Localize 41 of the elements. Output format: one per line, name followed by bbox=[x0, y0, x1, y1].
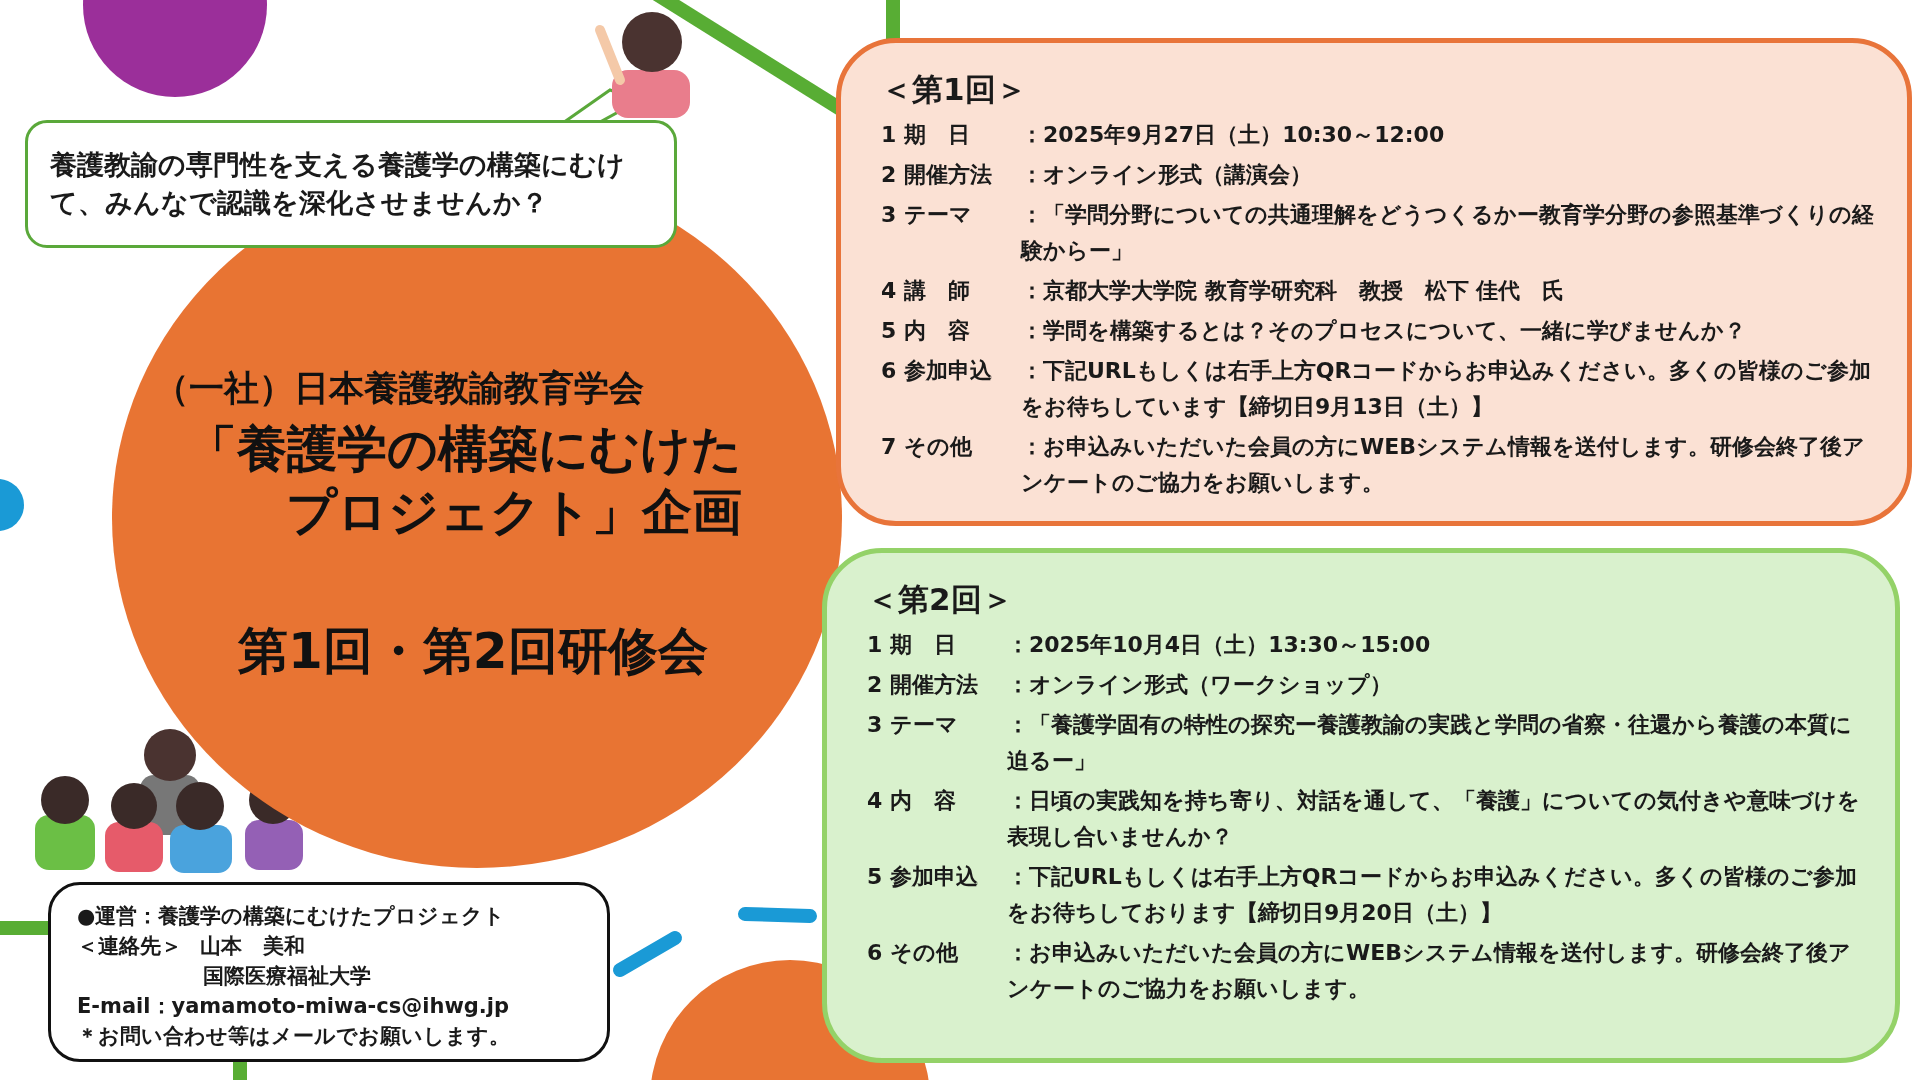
card-heading: ＜第2回＞ bbox=[867, 580, 1014, 619]
item-label: 4 内 容 bbox=[867, 787, 957, 815]
item-label: 3 テーマ bbox=[881, 201, 973, 229]
seminar-title: 第1回・第2回研修会 bbox=[238, 621, 708, 682]
session-card bbox=[836, 38, 1912, 526]
contact-box bbox=[48, 882, 610, 1062]
item-value: ：下記URLもしくは右手上方QRコードからお申込みください。多くの皆様のご参加をお待ちしています【締切日9月13日（土）】 bbox=[1021, 357, 1873, 421]
item-value: ：京都大学大学院 教育学研究科 教授 松下 佳代 氏 bbox=[1021, 277, 1566, 305]
item-label: 1 期 日 bbox=[881, 121, 971, 149]
item-value: ：「学問分野についての共通理解をどうつくるかー教育学分野の参照基準づくりの経験からー」 bbox=[1021, 201, 1875, 265]
item-value: ：オンライン形式（講演会） bbox=[1021, 161, 1313, 189]
item-label: 5 参加申込 bbox=[867, 863, 979, 891]
item-value: ：学問を構築するとは？そのプロセスについて、一緒に学びませんか？ bbox=[1021, 317, 1747, 345]
contact-text: ＜連絡先＞ bbox=[77, 933, 182, 960]
card-heading: ＜第1回＞ bbox=[881, 70, 1028, 109]
contact-text: E-mail：yamamoto-miwa-cs@ihwg.jp bbox=[77, 993, 510, 1020]
contact-text: 国際医療福祉大学 bbox=[203, 963, 371, 990]
item-label: 6 参加申込 bbox=[881, 357, 993, 385]
item-value: ：お申込みいただいた会員の方にWEBシステム情報を送付します。研修会終了後アンケートのご協力をお願いします。 bbox=[1021, 433, 1867, 497]
item-label: 1 期 日 bbox=[867, 631, 957, 659]
item-label: 2 開催方法 bbox=[867, 671, 979, 699]
item-value: ：オンライン形式（ワークショップ） bbox=[1007, 671, 1393, 699]
item-label: 6 その他 bbox=[867, 939, 959, 967]
contact-text: ●運営：養護学の構築にむけたプロジェクト bbox=[77, 903, 506, 930]
session-card bbox=[822, 548, 1900, 1063]
item-label: 5 内 容 bbox=[881, 317, 971, 345]
item-label: 3 テーマ bbox=[867, 711, 959, 739]
item-value: ：お申込みいただいた会員の方にWEBシステム情報を送付します。研修会終了後アンケートのご協力をお願いします。 bbox=[1007, 939, 1853, 1003]
item-label: 4 講 師 bbox=[881, 277, 971, 305]
bubble-text: 養護教諭の専門性を支える養護学の構築にむけて、みんなで認識を深化させませんか？ bbox=[50, 148, 626, 220]
organizer-name: （一社）日本養護教諭教育学会 bbox=[154, 367, 644, 410]
item-value: ：下記URLもしくは右手上方QRコードからお申込みください。多くの皆様のご参加をお待ちしております【締切日9月20日（土）】 bbox=[1007, 863, 1859, 927]
item-value: ：2025年9月27日（土）10:30～12:00 bbox=[1021, 121, 1446, 149]
contact-text: ＊お問い合わせ等はメールでお願いします。 bbox=[77, 1023, 510, 1050]
project-title: 「養護学の構築にむけたプロジェクト」企画 bbox=[186, 419, 742, 543]
item-value: ：「養護学固有の特性の探究ー養護教諭の実践と学問の省察・往還から養護の本質に迫るー」 bbox=[1007, 711, 1853, 775]
item-value: ：日頃の実践知を持ち寄り、対話を通して、「養護」についての気付きや意味づけを表現し合いませんか？ bbox=[1007, 787, 1861, 851]
item-label: 2 開催方法 bbox=[881, 161, 993, 189]
item-label: 7 その他 bbox=[881, 433, 973, 461]
contact-text: 山本 美和 bbox=[200, 933, 305, 960]
item-value: ：2025年10月4日（土）13:30～15:00 bbox=[1007, 631, 1432, 659]
